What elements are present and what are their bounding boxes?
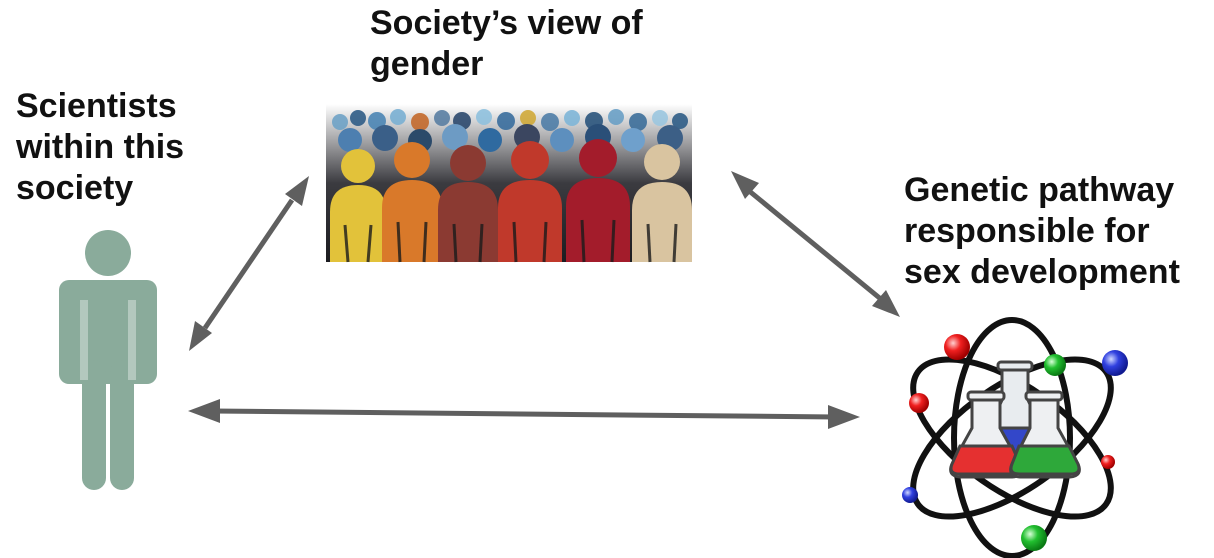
arrow-scientists-genetic bbox=[188, 399, 860, 429]
crowd-front-row bbox=[330, 139, 692, 263]
genetic-label: Genetic pathway responsible for sex deve… bbox=[904, 170, 1180, 293]
genetic-label-line-3: sex development bbox=[904, 253, 1180, 291]
genetic-label-line-2: responsible for bbox=[904, 212, 1150, 250]
scientists-label: Scientists within this society bbox=[16, 86, 184, 209]
genetic-label-line-1: Genetic pathway bbox=[904, 171, 1175, 209]
society-label-line-1: Society’s view of bbox=[370, 4, 643, 42]
arrow-scientists-society bbox=[189, 176, 309, 351]
scientists-label-line-2: within this bbox=[16, 128, 185, 166]
atom-flasks-icon bbox=[902, 317, 1128, 558]
arrow-society-genetic bbox=[731, 171, 900, 317]
scientists-label-line-3: society bbox=[16, 169, 134, 207]
society-label: Society’s view of gender bbox=[370, 3, 643, 85]
crowd-image bbox=[326, 104, 692, 263]
society-label-line-2: gender bbox=[370, 45, 484, 83]
scientists-label-line-1: Scientists bbox=[16, 87, 177, 125]
person-silhouette-icon bbox=[59, 230, 157, 490]
